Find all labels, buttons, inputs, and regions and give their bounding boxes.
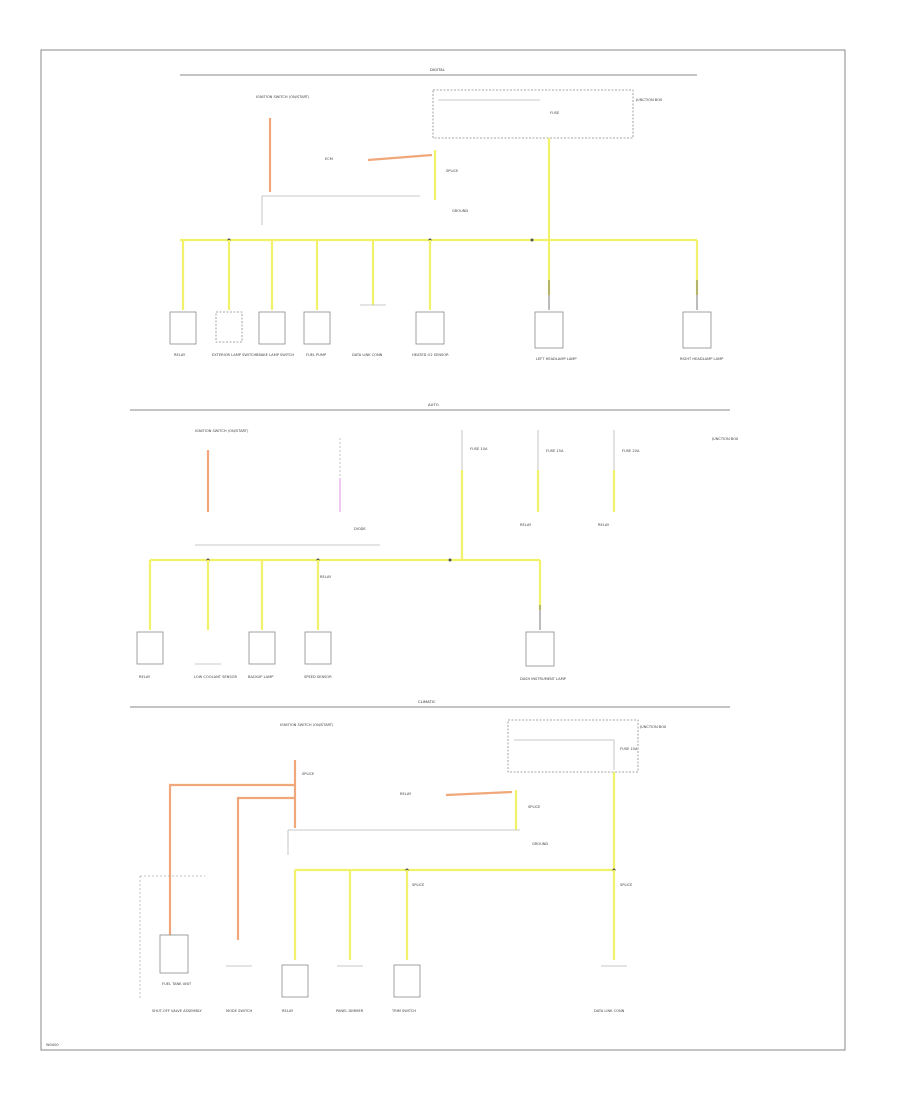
component-box	[303, 311, 331, 345]
diode-label: DIODE	[354, 527, 366, 531]
section-title: CLIMATIC	[418, 699, 436, 704]
relay-label: RELAY	[400, 792, 412, 796]
fuse-label: FUSE 10A	[620, 747, 638, 751]
component-box	[215, 311, 243, 343]
splice-label: SPLICE	[412, 883, 425, 887]
splice-label: SPLICE	[620, 883, 633, 887]
fuse-box-label: JUNCTION BOX	[711, 437, 739, 441]
splice-label: SPLICE	[446, 169, 459, 173]
ignition-switch-label: IGNITION SWITCH (ON/START)	[256, 95, 310, 99]
component-label: DATA LINK CONN	[352, 353, 383, 357]
component-box	[304, 631, 332, 665]
relay-label: RELAY	[520, 523, 532, 527]
component-box	[169, 311, 197, 345]
fuse-box	[432, 89, 634, 139]
section-climatic: CLIMATIC IGNITION SWITCH (ON/START) SPLI…	[130, 699, 730, 1013]
component-box	[682, 311, 712, 349]
fuse-label: FUSE 20A	[622, 449, 640, 453]
ecm-label: ECM	[325, 157, 333, 161]
section-auto: AUTO IGNITION SWITCH (ON/START) DIODE FU…	[130, 402, 739, 681]
section-title: AUTO	[428, 402, 439, 407]
component-label: BRAKE LAMP SWITCH	[256, 353, 294, 357]
fuse-box-label: JUNCTION BOX	[635, 98, 663, 102]
component-label: DATA LINK CONN	[594, 1009, 625, 1013]
ground-label: GROUND	[452, 209, 468, 213]
component-label: PANEL DIMMER	[336, 1009, 364, 1013]
splice-dot	[448, 558, 452, 562]
diagram-code: W0000	[46, 1043, 59, 1047]
component-box	[525, 631, 555, 667]
section-title: DIGITAL	[430, 67, 446, 72]
component-box	[258, 311, 286, 345]
component-label: SPEED SENSOR	[304, 675, 332, 679]
component-label: EXTERIOR LAMP SWITCH	[212, 353, 257, 357]
fuse-label: FUSE	[550, 111, 560, 115]
ignition-switch-label: IGNITION SWITCH (ON/START)	[195, 429, 249, 433]
ignition-switch-label: IGNITION SWITCH (ON/START)	[280, 723, 334, 727]
component-label: MODE SWITCH	[226, 1009, 252, 1013]
orange-wire	[367, 153, 433, 162]
component-label: RELAY	[139, 675, 151, 679]
orange-wire	[445, 790, 513, 797]
splice-label: SPLICE	[302, 772, 315, 776]
component-label: HEATED O2 SENSOR	[412, 353, 449, 357]
component-label: SHUT-OFF VALVE ASSEMBLY	[152, 1009, 203, 1013]
orange-wire	[168, 783, 295, 935]
splice-label: SPLICE	[528, 805, 541, 809]
component-label: RELAY	[174, 353, 186, 357]
component-box	[281, 964, 309, 998]
diagram-frame	[40, 49, 846, 1051]
component-box	[534, 311, 564, 349]
fuse-label: FUSE 15A	[546, 449, 564, 453]
component-label: LOW COOLANT SENSOR	[194, 675, 237, 679]
component-label: RIGHT HEADLAMP LAMP	[680, 357, 724, 361]
fuse-label: FUSE 10A	[470, 447, 488, 451]
component-box	[393, 964, 421, 998]
fuse-box	[507, 719, 639, 773]
relay-label: RELAY	[598, 523, 610, 527]
component-label: BACKUP LAMP	[248, 675, 274, 679]
component-box	[136, 631, 164, 665]
component-label: LEFT HEADLAMP LAMP	[536, 357, 577, 361]
component-label: FUEL PUMP	[306, 353, 327, 357]
ground-label: GROUND	[532, 842, 548, 846]
component-label: DASH INSTRUMENT LAMP	[520, 677, 567, 681]
splice-label: RELAY	[320, 575, 332, 579]
component-box	[415, 311, 445, 345]
section-digital: DIGITAL IGNITION SWITCH (ON/START) FUSE …	[169, 67, 724, 361]
component-label: TRIM SWITCH	[391, 1009, 416, 1013]
component-box	[159, 934, 189, 974]
component-label: RELAY	[282, 1009, 294, 1013]
fuse-box-label: JUNCTION BOX	[639, 725, 667, 729]
component-box	[248, 631, 276, 665]
orange-wire	[236, 796, 295, 940]
component-label: FUEL TANK UNIT	[162, 982, 192, 986]
splice-dot	[530, 238, 534, 242]
